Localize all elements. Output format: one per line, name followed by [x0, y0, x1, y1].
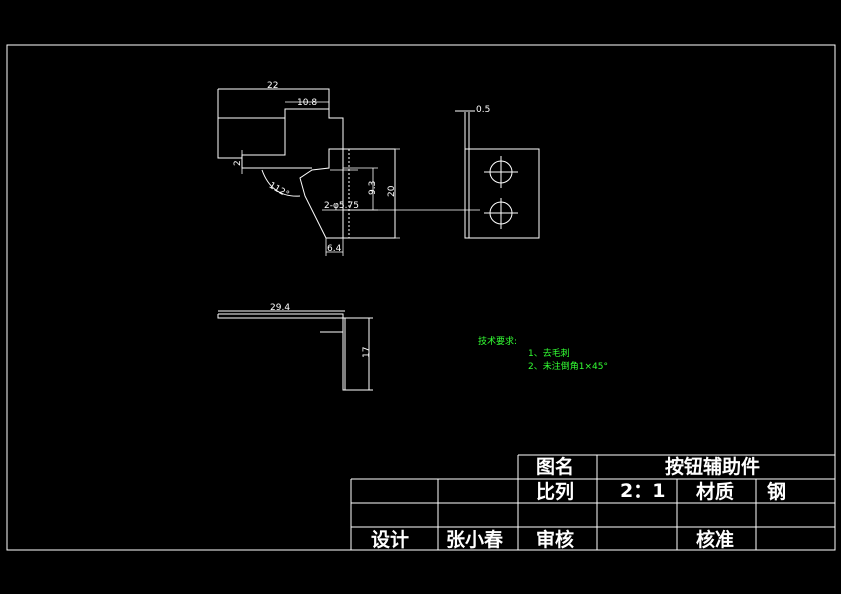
dim-bottom-view-height: 17 [362, 347, 372, 358]
tb-scale-label: 比列 [536, 481, 574, 503]
dim-holes: 2-φ5.75 [324, 201, 359, 211]
tb-review-label: 审核 [536, 528, 574, 551]
title-block-text: 图名 按钮辅助件 比列 2：1 材质 钢 设计 张小春 审核 核准 [371, 455, 786, 551]
tb-material-label: 材质 [696, 480, 734, 503]
tech-note-1: 1、去毛刺 [528, 347, 570, 359]
tb-drawing-name-label: 图名 [536, 455, 574, 478]
tb-scale-value: 2：1 [620, 480, 665, 502]
side-view [455, 110, 540, 239]
tb-design-label: 设计 [371, 529, 409, 551]
dim-bottom-view-length: 29.4 [270, 303, 290, 313]
dim-top-width: 22 [267, 81, 278, 91]
bottom-view [217, 310, 373, 391]
angle-arc [261, 169, 301, 197]
dim-bottom-width: 6.4 [327, 244, 342, 254]
dim-top-step: 10.8 [297, 98, 317, 108]
tech-note-2: 2、未注倒角1×45° [528, 360, 608, 372]
dim-right-height: 20 [387, 185, 397, 197]
front-view-dimensions [218, 88, 480, 256]
drawing-border [6, 44, 836, 551]
side-view-plate [464, 148, 540, 239]
dim-left-height: 2 [233, 160, 243, 166]
tb-material-value: 钢 [767, 481, 786, 503]
tb-drawing-name: 按钮辅助件 [665, 455, 760, 478]
tb-approve-label: 核准 [696, 528, 734, 551]
dim-thickness: 0.5 [476, 105, 490, 115]
dim-hole-offset: 9.3 [368, 181, 378, 195]
title-block [350, 454, 835, 550]
tech-notes-title: 技术要求: [478, 335, 517, 347]
tech-notes: 技术要求: 1、去毛刺 2、未注倒角1×45° [478, 335, 608, 372]
tb-designer: 张小春 [446, 528, 503, 551]
